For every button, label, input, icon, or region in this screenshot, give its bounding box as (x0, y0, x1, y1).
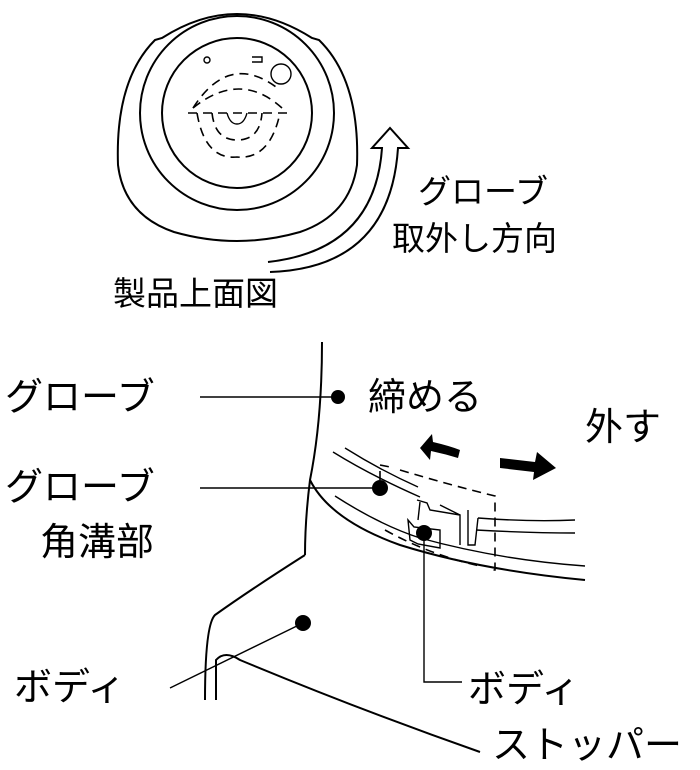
glove-groove-label-line2: 角溝部 (40, 520, 154, 564)
remove-label: 外す (585, 405, 661, 449)
body-stopper-label-line1: ボディ (468, 667, 579, 711)
removal-direction-arrow (267, 126, 411, 273)
tighten-label: 締める (368, 375, 482, 419)
direction-label-line1: グローブ (418, 172, 548, 211)
tighten-arrow (420, 434, 460, 460)
top-view-caption: 製品上面図 (113, 274, 278, 313)
glove-groove-label-line1: グローブ (5, 465, 155, 509)
direction-label-line2: 取外し方向 (392, 219, 557, 258)
remove-arrow (500, 452, 556, 480)
detail-view-drawing (169, 341, 586, 753)
glove-label: グローブ (5, 375, 155, 419)
product-top-view (116, 13, 359, 242)
body-label: ボディ (14, 665, 125, 709)
body-stopper-label-line2: ストッパー (492, 723, 682, 767)
